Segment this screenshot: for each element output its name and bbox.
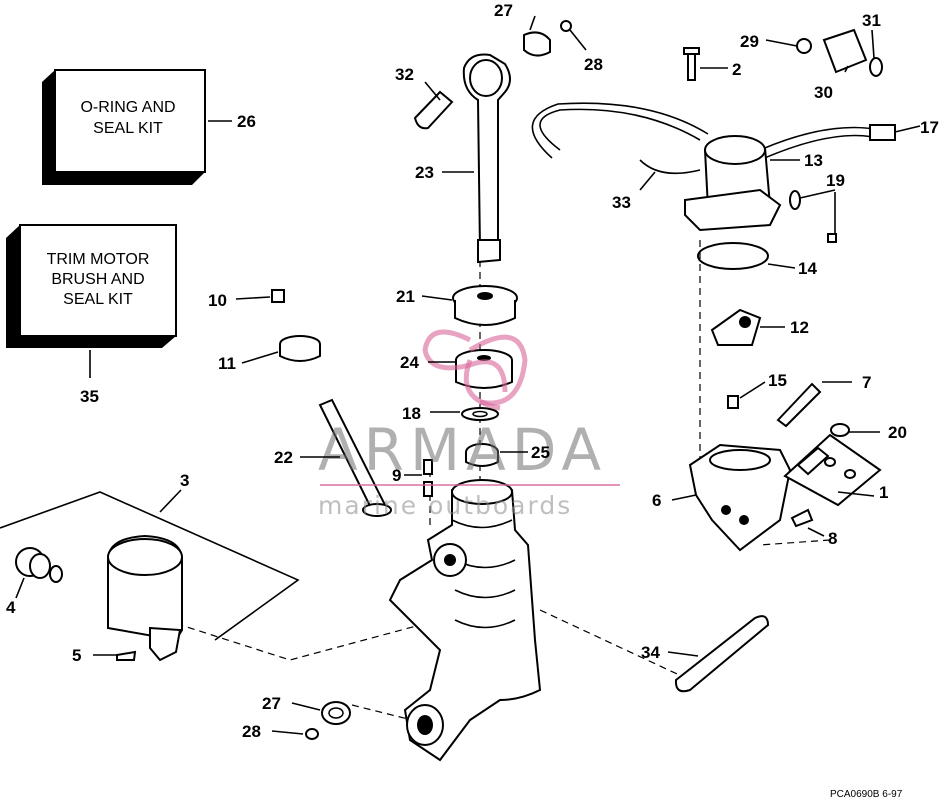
cylinder-cap — [452, 285, 518, 326]
callout-30: 30 — [814, 83, 833, 102]
callout-8: 8 — [828, 529, 837, 548]
callout-12: 12 — [790, 318, 809, 337]
watermark-brand: ARMADA — [318, 416, 607, 484]
drawing-code: PCA0690B 6-97 — [830, 789, 903, 800]
callout-4: 4 — [6, 598, 16, 617]
callout-20: 20 — [888, 423, 907, 442]
callout-35: 35 — [80, 387, 99, 406]
callout-29: 29 — [740, 32, 759, 51]
oring-kit-line1: O-RING AND — [80, 99, 175, 116]
brush-kit-line3: SEAL KIT — [63, 291, 133, 308]
trim-cylinder-body — [388, 479, 542, 762]
motor-oring — [697, 242, 769, 270]
callout-22: 22 — [274, 448, 293, 467]
callout-24: 24 — [400, 353, 419, 372]
callout-leaders — [15, 15, 921, 735]
callout-6: 6 — [652, 491, 661, 510]
pump-screw-7 — [776, 382, 822, 428]
callout-32: 32 — [395, 65, 414, 84]
armada-watermark: ARMADA marine outboards — [318, 329, 620, 520]
callout-28: 28 — [584, 55, 603, 74]
callout-13: 13 — [804, 151, 823, 170]
piston-nut — [465, 443, 499, 467]
motor-screws — [789, 190, 837, 243]
callout-numbers: 1 2 3 4 5 6 7 8 9 10 11 12 13 14 15 17 1… — [6, 1, 939, 741]
callout-11: 11 — [218, 354, 236, 373]
oring-kit-line2: SEAL KIT — [93, 120, 163, 137]
brush-kit-line1: TRIM MOTOR — [47, 251, 150, 268]
lower-bushing — [305, 701, 351, 740]
callout-27: 27 — [494, 1, 513, 20]
pump-fitting — [796, 446, 830, 476]
callout-9: 9 — [392, 466, 401, 485]
pivot-pin — [674, 615, 770, 693]
trim-motor-wiring — [531, 102, 896, 175]
check-ball-15 — [727, 395, 739, 409]
callout-33: 33 — [612, 193, 631, 212]
callout-15: 15 — [768, 371, 787, 390]
callout-7: 7 — [862, 373, 871, 392]
callout-1: 1 — [879, 483, 888, 502]
oring-seal-kit-box: O-RING AND SEAL KIT 26 — [42, 69, 256, 185]
piston-washer — [461, 407, 499, 421]
watermark-logo-swirl — [422, 329, 528, 411]
trim-motor-brush-kit-box: TRIM MOTOR BRUSH AND SEAL KIT 35 — [6, 224, 177, 406]
reservoir-assembly — [0, 491, 300, 662]
callout-17: 17 — [920, 118, 939, 137]
callout-28-lower: 28 — [242, 722, 261, 741]
callout-10: 10 — [208, 291, 227, 310]
manual-release-tube — [318, 398, 392, 517]
callout-27-lower: 27 — [262, 694, 281, 713]
callout-3: 3 — [180, 471, 189, 490]
piston-rod — [413, 53, 511, 264]
callout-25: 25 — [531, 443, 550, 462]
callout-31: 31 — [862, 11, 881, 30]
callout-19: 19 — [826, 171, 845, 190]
callout-34: 34 — [641, 643, 660, 662]
callout-18: 18 — [402, 404, 421, 423]
callout-14: 14 — [798, 259, 817, 278]
trim-motor — [684, 135, 782, 232]
fill-plug — [271, 289, 321, 362]
pump-body — [688, 443, 792, 552]
valve-block — [710, 308, 762, 346]
top-bushing — [523, 20, 572, 57]
callout-21: 21 — [396, 287, 415, 306]
callout-2: 2 — [732, 60, 741, 79]
screws-9 — [423, 459, 433, 497]
brush-kit-line2: BRUSH AND — [51, 271, 144, 288]
callout-5: 5 — [72, 646, 81, 665]
pump-screw-8 — [790, 508, 814, 528]
valve-fitting-set — [796, 28, 883, 77]
watermark-tagline: marine outboards — [318, 491, 572, 520]
oring-20 — [830, 423, 850, 437]
reservoir-plug — [15, 547, 63, 583]
gasket-1 — [783, 433, 882, 507]
callout-23: 23 — [415, 163, 434, 182]
callout-26: 26 — [237, 112, 256, 131]
screw-2 — [683, 47, 700, 81]
